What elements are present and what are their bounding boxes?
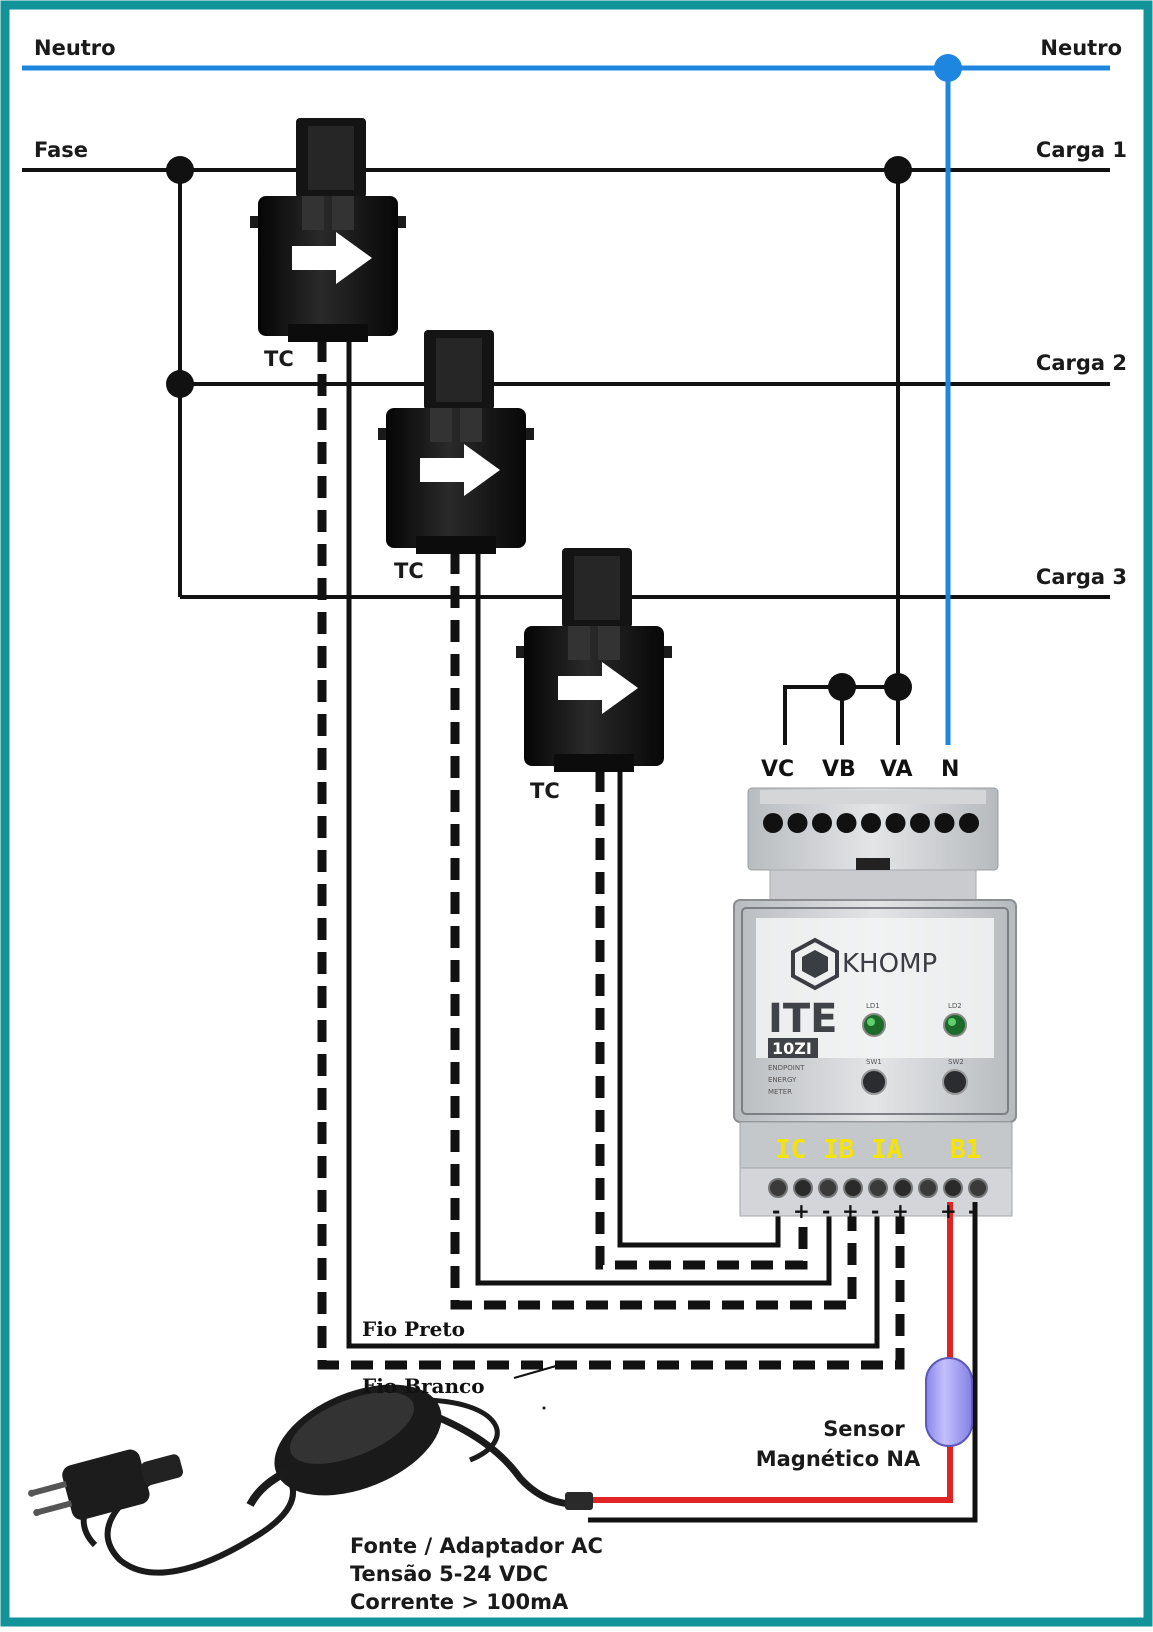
psu-label-line3: Corrente > 100mA xyxy=(350,1590,569,1614)
va-terminal-label: VA xyxy=(880,757,913,782)
current-terminal-screw xyxy=(843,1178,863,1198)
led1-indicator xyxy=(862,1013,886,1037)
device-desc-3: METER xyxy=(768,1088,792,1096)
sw1-label: SW1 xyxy=(866,1058,882,1066)
ia-minus: - xyxy=(871,1199,879,1223)
vb-junction xyxy=(828,673,856,701)
b1-minus: - xyxy=(968,1199,976,1223)
voltage-terminal-screw xyxy=(959,813,979,833)
voltage-terminal-row xyxy=(763,813,979,833)
current-terminal-screw xyxy=(968,1178,988,1198)
ct1-direction-arrow xyxy=(292,232,372,284)
current-terminal-screw xyxy=(918,1178,938,1198)
ct2-white-wire xyxy=(450,552,857,1310)
magnetic-sensor xyxy=(925,1357,973,1447)
ct2-black-wire xyxy=(475,552,832,1286)
b1-terminal-label: B1 xyxy=(950,1135,981,1165)
ic-minus: - xyxy=(772,1199,780,1223)
neutral-label-left: Neutro xyxy=(34,36,116,60)
model-name: ITE xyxy=(768,996,838,1042)
ia-terminal-label: IA xyxy=(871,1135,903,1165)
voltage-terminal-screw xyxy=(787,813,808,833)
ct1-clamp xyxy=(250,118,406,342)
voltage-terminal-screw xyxy=(861,813,881,833)
ib-minus: - xyxy=(822,1199,830,1223)
neutral-junction xyxy=(934,54,962,82)
n-terminal-label: N xyxy=(941,757,959,782)
khomp-logo: KHOMP xyxy=(791,937,937,991)
ic-terminal-label: IC xyxy=(775,1135,806,1165)
voltage-terminal-screw xyxy=(836,813,857,833)
white-wire-leader xyxy=(513,1365,557,1379)
sw2-button xyxy=(942,1069,968,1095)
brand-name: KHOMP xyxy=(842,949,937,979)
phase-junction-3 xyxy=(884,156,912,184)
ct3-white-wire xyxy=(595,770,808,1270)
psu-positive-wire xyxy=(588,1440,953,1503)
psu-label-line2: Tensão 5-24 VDC xyxy=(350,1562,548,1586)
neutral-label-right: Neutro xyxy=(1040,36,1122,60)
sw2-label: SW2 xyxy=(948,1058,964,1066)
model-sub: 10ZI xyxy=(772,1039,812,1058)
voltage-bridge xyxy=(783,685,898,745)
ct3-black-wire xyxy=(617,770,781,1248)
current-terminal-screw xyxy=(818,1178,838,1198)
ac-adapter xyxy=(28,1384,593,1576)
ct1-black-wire xyxy=(346,340,880,1349)
ct2-clamp xyxy=(378,330,534,554)
vc-terminal-label: VC xyxy=(761,757,794,782)
ct2-label: TC xyxy=(394,559,424,583)
voltage-terminal-screw xyxy=(763,813,783,833)
b1-plus: + xyxy=(940,1199,957,1223)
led2-indicator xyxy=(943,1013,967,1037)
ct1-label: TC xyxy=(264,347,294,371)
ct2-direction-arrow xyxy=(420,444,500,496)
ct3-clamp xyxy=(516,548,672,772)
sensor-label-line2: Magnético NA xyxy=(756,1447,921,1471)
phase-label: Fase xyxy=(34,138,88,162)
voltage-terminal-screw xyxy=(934,813,955,833)
device-desc-2: ENERGY xyxy=(768,1076,797,1084)
load1-label: Carga 1 xyxy=(1036,138,1127,162)
current-terminal-screw xyxy=(868,1178,888,1198)
psu-label-line1: Fonte / Adaptador AC xyxy=(350,1534,603,1558)
ic-plus: + xyxy=(793,1199,810,1223)
phase-junction-2 xyxy=(166,370,194,398)
phase-junction-1 xyxy=(166,156,194,184)
sw1-button xyxy=(861,1069,887,1095)
vb-terminal-label: VB xyxy=(822,757,856,782)
current-terminal-screw xyxy=(893,1178,913,1198)
ia-plus: + xyxy=(892,1199,909,1223)
current-terminal-row xyxy=(768,1178,988,1198)
voltage-terminal-screw xyxy=(885,813,906,833)
white-wire-label: Fio Branco xyxy=(362,1374,485,1398)
black-wire-label: Fio Preto xyxy=(362,1317,465,1341)
ct1-white-wire xyxy=(317,340,905,1370)
current-terminal-screw xyxy=(793,1178,813,1198)
b1-negative-wire xyxy=(588,1202,978,1523)
sensor-label-line1: Sensor xyxy=(823,1417,905,1441)
current-terminal-screw xyxy=(943,1178,963,1198)
led1-label: LD1 xyxy=(866,1002,880,1010)
load3-label: Carga 3 xyxy=(1036,565,1127,589)
device-desc-1: ENDPOINT xyxy=(768,1064,805,1072)
ib-plus: + xyxy=(842,1199,859,1223)
led2-label: LD2 xyxy=(948,1002,962,1010)
voltage-terminal-screw xyxy=(910,813,930,833)
ct3-label: TC xyxy=(530,779,560,803)
load2-label: Carga 2 xyxy=(1036,351,1127,375)
va-junction xyxy=(884,673,912,701)
voltage-terminal-screw xyxy=(812,813,832,833)
ib-terminal-label: IB xyxy=(823,1135,854,1165)
ct3-direction-arrow xyxy=(558,662,638,714)
model-sub-badge xyxy=(768,1038,818,1058)
current-terminal-screw xyxy=(768,1178,788,1198)
